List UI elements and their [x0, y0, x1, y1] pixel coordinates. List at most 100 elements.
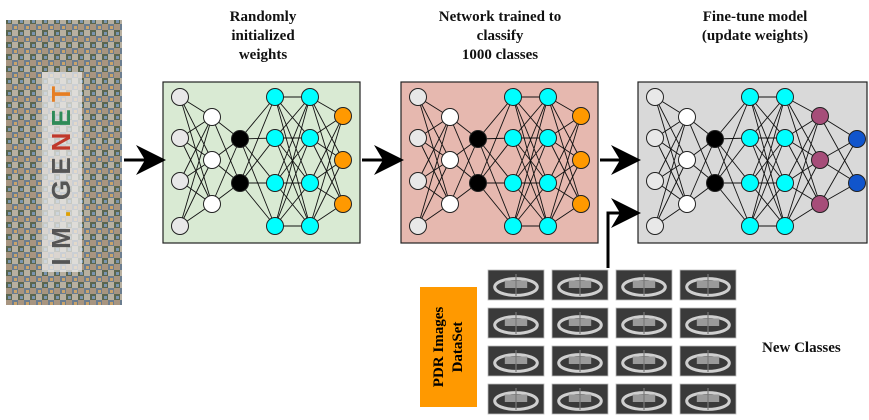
- network-edge: [654, 116, 688, 182]
- network-node: [171, 172, 189, 190]
- network-edge: [784, 115, 821, 227]
- network-edge: [547, 96, 582, 161]
- network-edge: [749, 137, 786, 227]
- network-node: [231, 130, 249, 148]
- network-node: [301, 88, 319, 106]
- network-edge: [714, 96, 751, 184]
- network-node: [572, 107, 590, 125]
- network-edge: [417, 159, 451, 227]
- network-edge: [179, 96, 213, 205]
- network-node: [572, 195, 590, 213]
- network-edge: [239, 137, 276, 184]
- network-node: [706, 130, 724, 148]
- network-node: [301, 129, 319, 147]
- network-node: [203, 195, 221, 213]
- network-edge: [749, 182, 786, 227]
- imagenet-logo-letter: E: [46, 157, 76, 174]
- network-edge: [477, 137, 514, 184]
- xray-thumbnail: [487, 383, 545, 415]
- network-edge: [547, 159, 582, 227]
- network-node: [811, 107, 829, 125]
- network-node: [266, 174, 284, 192]
- network-node: [334, 195, 352, 213]
- xray-thumbnail: [679, 383, 737, 415]
- network-edge: [449, 138, 479, 205]
- network-node: [776, 88, 794, 106]
- network-node: [231, 174, 249, 192]
- network-edge: [477, 138, 514, 227]
- network-edge: [654, 159, 688, 227]
- xray-thumbnail: [615, 307, 673, 339]
- network-node: [469, 130, 487, 148]
- network-edge: [179, 96, 213, 161]
- xray-thumbnail: [487, 307, 545, 339]
- network-node: [266, 129, 284, 147]
- xray-thumbnail: [615, 345, 673, 377]
- network-edge: [417, 96, 451, 161]
- network-edge: [309, 96, 344, 161]
- network-node: [409, 217, 427, 235]
- network-edge: [274, 96, 311, 227]
- network-edge: [784, 159, 821, 227]
- network-node: [171, 88, 189, 106]
- network-node: [203, 108, 221, 126]
- network-node: [741, 88, 759, 106]
- network-node: [539, 88, 557, 106]
- network-node: [441, 195, 459, 213]
- network-edge: [714, 138, 751, 227]
- arrow-dataset-to-finetune: [606, 198, 641, 268]
- network-node: [741, 129, 759, 147]
- new-classes-label: New Classes: [762, 340, 841, 356]
- network-edge: [179, 116, 213, 227]
- network-edge: [477, 182, 514, 227]
- panel-random-weights: [162, 81, 361, 244]
- network-edge: [309, 115, 344, 184]
- network-edge: [179, 116, 213, 182]
- network-edge: [309, 159, 344, 227]
- title-trained-network: Network trained to classify 1000 classes: [438, 9, 562, 63]
- imagenet-logo-letter: E: [46, 109, 76, 126]
- network-node: [848, 130, 866, 148]
- network-node: [409, 129, 427, 147]
- network-node: [678, 151, 696, 169]
- network-edge: [784, 96, 821, 161]
- imagenet-logo-letter: G: [46, 180, 76, 200]
- network-node: [572, 151, 590, 169]
- network-edge: [512, 137, 549, 227]
- network-node: [539, 217, 557, 235]
- network-node: [811, 195, 829, 213]
- network-node: [504, 129, 522, 147]
- network-edge: [784, 115, 821, 184]
- network-edge: [239, 138, 276, 227]
- network-edge: [749, 96, 786, 184]
- xray-thumbnail: [551, 345, 609, 377]
- network-edge: [654, 96, 688, 205]
- imagenet-logo-letter: T: [46, 86, 76, 102]
- network-node: [646, 88, 664, 106]
- network-edge: [547, 115, 582, 227]
- network-node: [409, 88, 427, 106]
- network-edge: [239, 96, 276, 184]
- dataset-box: [420, 287, 477, 407]
- imagenet-logo-letter: I: [46, 258, 76, 265]
- network-edge: [654, 116, 688, 227]
- network-edge: [477, 96, 514, 140]
- network-edge: [417, 96, 451, 205]
- network-node: [171, 217, 189, 235]
- dataset-label-line2: DataSet: [450, 322, 466, 373]
- network-node: [266, 217, 284, 235]
- xray-thumbnail: [551, 307, 609, 339]
- network-node: [646, 172, 664, 190]
- xray-thumbnail: [679, 345, 737, 377]
- imagenet-logo-letter: M: [46, 227, 76, 249]
- network-edge: [686, 138, 716, 205]
- network-node: [334, 107, 352, 125]
- network-edge: [211, 138, 241, 205]
- imagenet-logo-letter: N: [46, 133, 76, 152]
- network-node: [266, 88, 284, 106]
- network-edge: [239, 182, 276, 227]
- network-node: [741, 217, 759, 235]
